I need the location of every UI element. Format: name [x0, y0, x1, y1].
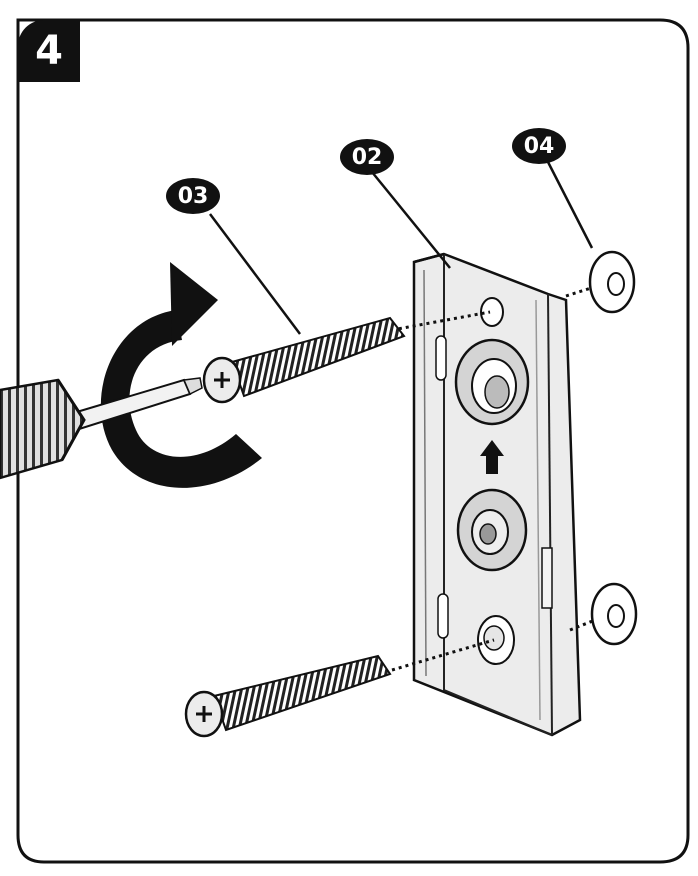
screw-bottom	[184, 654, 392, 738]
callout-02: 02	[340, 139, 394, 175]
washer-bottom	[590, 582, 638, 646]
rotation-arrow-icon	[100, 262, 262, 488]
wall-bracket	[412, 252, 582, 737]
leader-02	[371, 171, 451, 269]
callout-04: 04	[512, 128, 566, 164]
callout-03: 03	[166, 178, 220, 214]
leader-04	[546, 161, 594, 249]
washer-top	[588, 250, 636, 314]
screwdriver-icon	[0, 377, 203, 480]
up-arrow-icon	[480, 440, 504, 474]
leader-03	[209, 213, 301, 335]
screw-top	[202, 316, 406, 404]
step-number-badge: 4	[18, 20, 80, 82]
panel-frame	[16, 18, 690, 864]
